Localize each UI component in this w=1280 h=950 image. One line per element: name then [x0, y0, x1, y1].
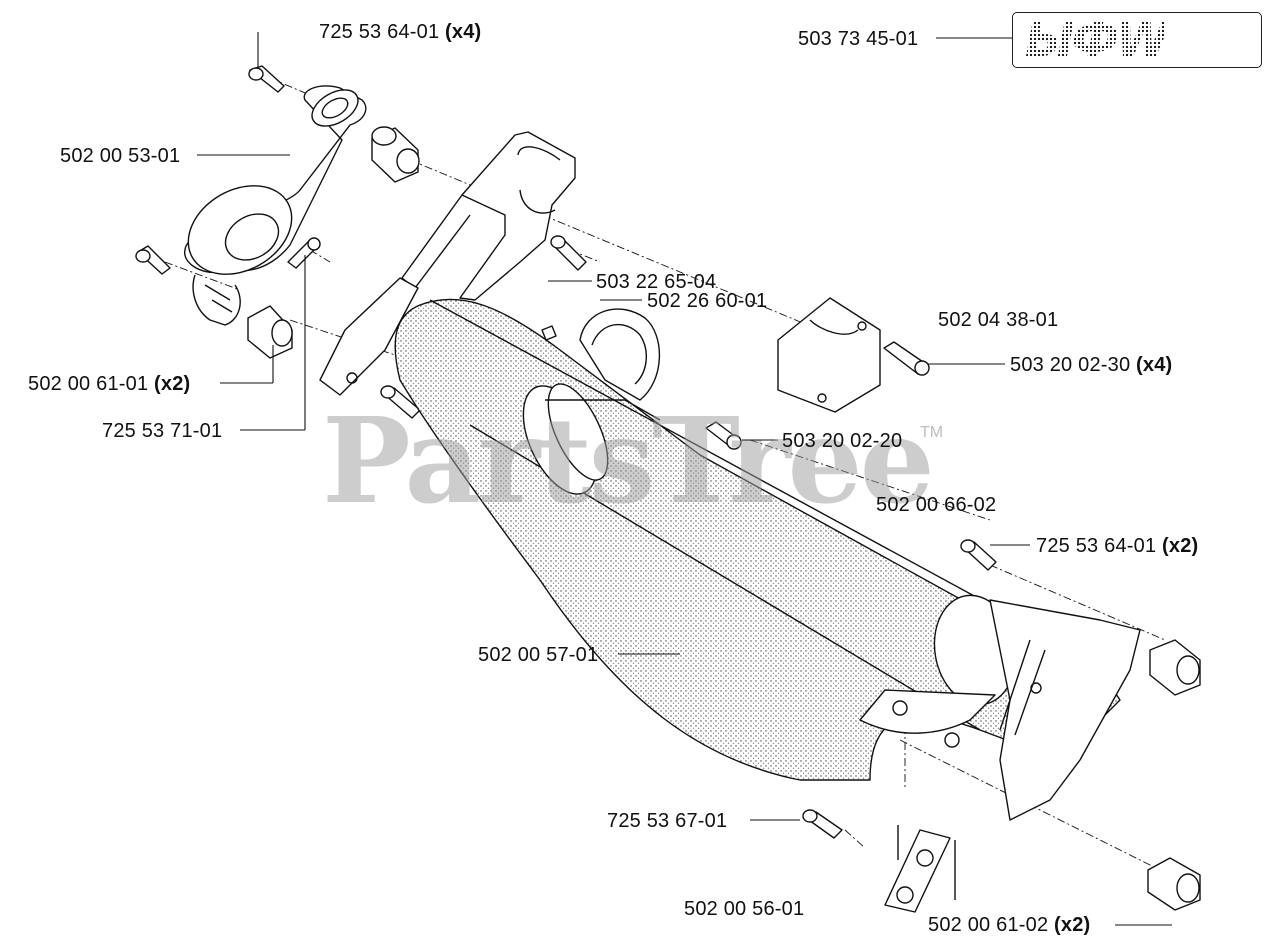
bottom-bracket — [859, 689, 996, 748]
part-label: 503 20 02-20 — [782, 430, 903, 452]
part-label: 725 53 64-01 (x4) — [319, 21, 482, 43]
part-label: 503 20 02-30 (x4) — [1010, 354, 1173, 376]
leader-lines — [197, 32, 1172, 926]
part-label: 725 53 64-01 (x2) — [1036, 535, 1199, 557]
part-label: 502 00 61-01 (x2) — [28, 373, 191, 395]
logo-part-image: ЫФW — [1012, 12, 1262, 68]
watermark: PartsTree — [322, 391, 935, 530]
part-label: 725 53 67-01 — [607, 810, 728, 832]
part-label: 502 04 38-01 — [938, 309, 1059, 331]
screws — [135, 65, 997, 839]
upper-bracket — [401, 131, 576, 301]
handle-arm-502-00-53-01 — [184, 85, 367, 326]
part-label: 502 00 53-01 — [60, 145, 181, 167]
plate-502-00-61-02 — [884, 825, 956, 913]
left-flange — [319, 277, 419, 396]
part-label: 503 22 65-04 — [596, 271, 717, 293]
clamp-502-04-38-01 — [777, 297, 881, 413]
part-label: 502 00 56-01 — [684, 898, 805, 920]
part-label: 725 53 71-01 — [102, 420, 223, 442]
part-label: 502 00 61-02 (x2) — [928, 914, 1091, 936]
right-spacers — [1147, 639, 1201, 911]
carry-loop — [579, 308, 661, 401]
logo-text: ЫФW — [1025, 12, 1169, 68]
watermark-trademark: TM — [920, 424, 944, 441]
part-label: 502 00 66-02 — [876, 494, 997, 516]
part-label: 502 26 60-01 — [647, 290, 768, 312]
spacer-502-00-61-01 — [247, 126, 420, 359]
right-housing — [933, 594, 1141, 821]
part-label: 502 00 57-01 — [478, 644, 599, 666]
logo-part-label: 503 73 45-01 — [798, 28, 919, 50]
